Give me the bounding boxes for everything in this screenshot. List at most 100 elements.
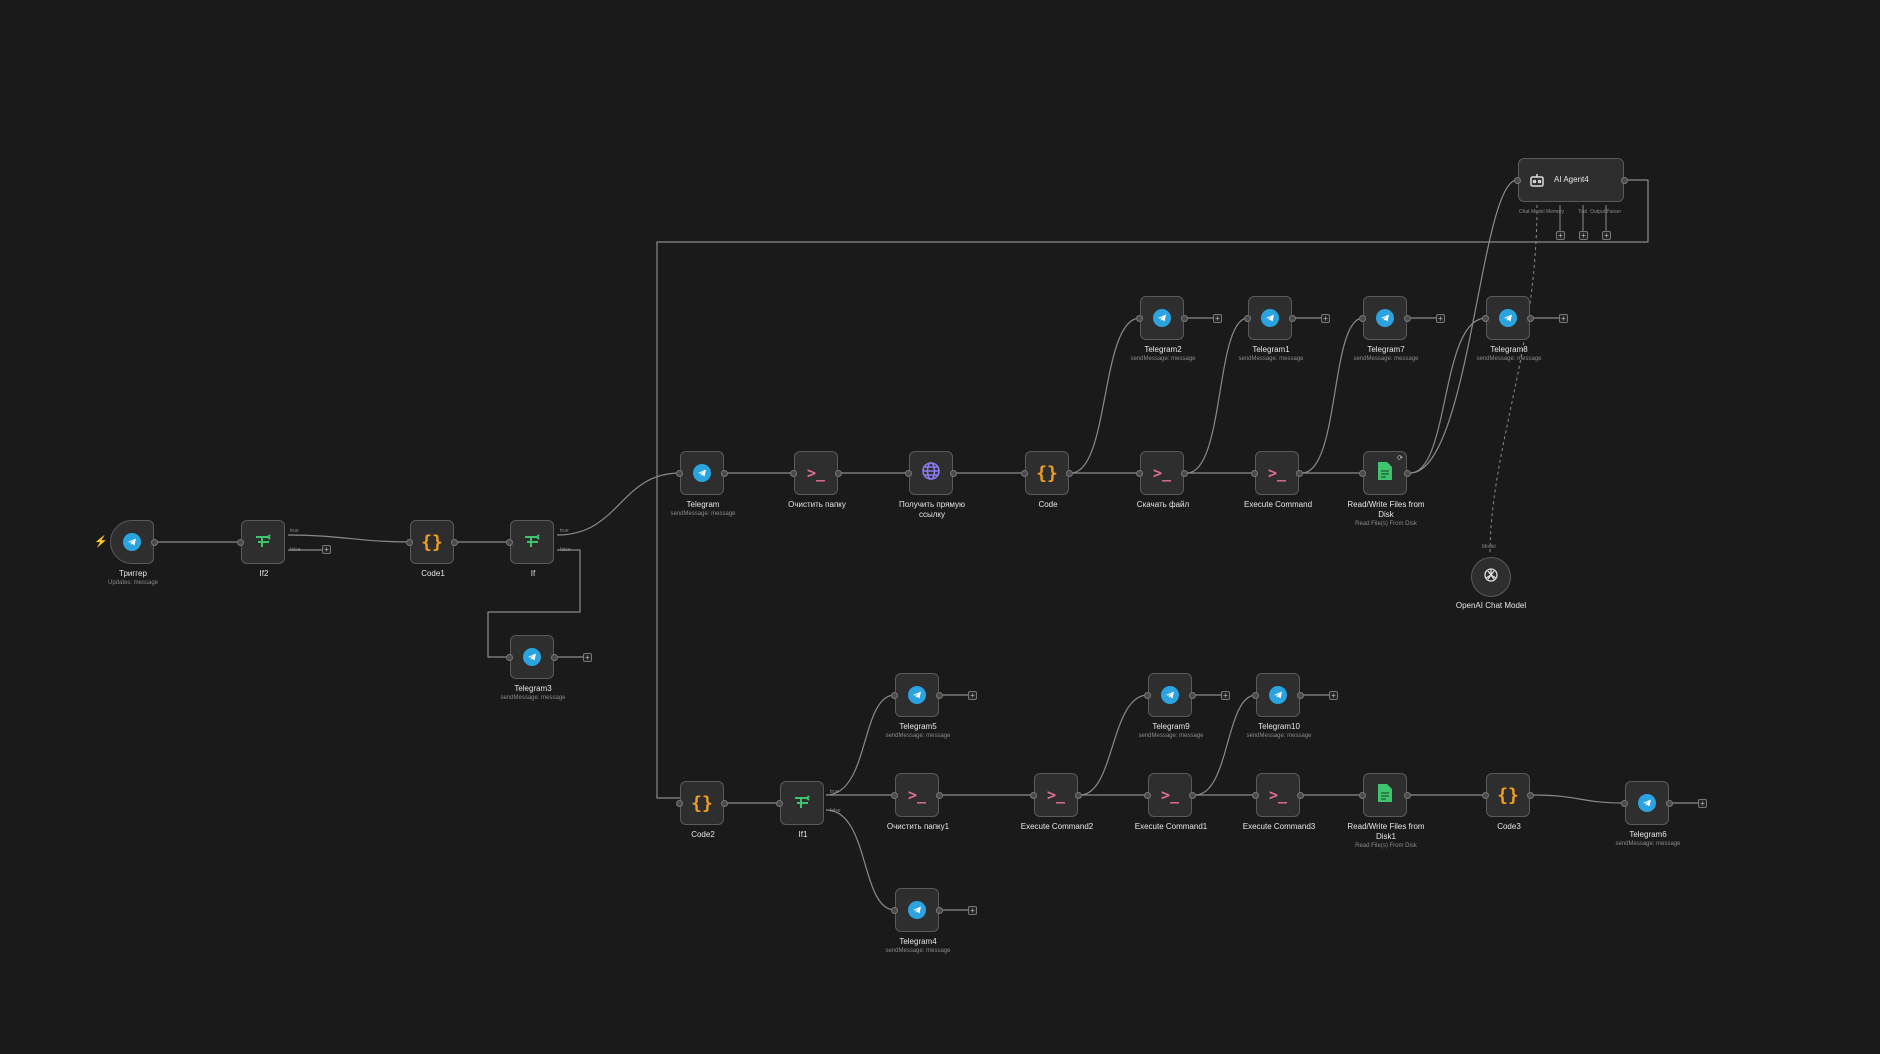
input-port[interactable] [1359,315,1366,322]
node-get-link[interactable] [905,451,957,495]
input-port[interactable] [1359,470,1366,477]
node-execute[interactable]: >_ [1251,451,1303,495]
output-port[interactable] [1297,692,1304,699]
output-port[interactable] [1181,470,1188,477]
add-node-button[interactable]: + [1698,799,1707,808]
add-node-button[interactable]: + [1436,314,1445,323]
add-node-button[interactable]: + [322,545,331,554]
node-if1[interactable] [776,781,824,825]
output-port[interactable] [936,907,943,914]
output-port[interactable] [1404,470,1411,477]
node-code3[interactable]: {} [1482,773,1534,817]
add-node-button[interactable]: + [1559,314,1568,323]
output-port[interactable] [1404,315,1411,322]
output-port[interactable] [451,539,458,546]
input-port[interactable] [1144,792,1151,799]
node-clear-folder1[interactable]: >_ [891,773,943,817]
add-node-button[interactable]: + [583,653,592,662]
input-port[interactable] [237,539,244,546]
node-if[interactable] [506,520,554,564]
node-telegram8[interactable] [1482,296,1534,340]
input-port[interactable] [891,792,898,799]
input-port[interactable] [1252,692,1259,699]
add-node-button[interactable]: + [1321,314,1330,323]
output-port[interactable] [1189,692,1196,699]
node-telegram6[interactable] [1621,781,1673,825]
input-port[interactable] [776,800,783,807]
output-port[interactable] [1296,470,1303,477]
node-telegram5[interactable] [891,673,943,717]
input-port[interactable] [1251,470,1258,477]
output-port[interactable] [1527,792,1534,799]
input-port[interactable] [406,539,413,546]
input-port[interactable] [1030,792,1037,799]
output-port[interactable] [1289,315,1296,322]
add-node-button[interactable]: + [1213,314,1222,323]
input-port[interactable] [790,470,797,477]
node-rw-files1[interactable] [1359,773,1411,817]
output-port[interactable] [835,470,842,477]
input-port[interactable] [1252,792,1259,799]
output-port[interactable] [1075,792,1082,799]
input-port[interactable] [1482,792,1489,799]
output-port[interactable] [1066,470,1073,477]
add-memory-button[interactable]: + [1556,231,1565,240]
input-port[interactable] [1144,692,1151,699]
input-port[interactable] [506,654,513,661]
node-if2[interactable] [237,520,285,564]
node-execute3[interactable]: >_ [1252,773,1304,817]
output-port[interactable] [721,470,728,477]
output-port[interactable] [151,539,158,546]
node-rw-files[interactable]: ⟳ [1359,451,1411,495]
output-port[interactable] [1181,315,1188,322]
output-port[interactable] [1189,792,1196,799]
input-port[interactable] [1021,470,1028,477]
node-telegram[interactable] [676,451,728,495]
node-code1[interactable]: {} [406,520,458,564]
add-parser-button[interactable]: + [1602,231,1611,240]
output-port[interactable] [1297,792,1304,799]
add-node-button[interactable]: + [968,691,977,700]
node-telegram9[interactable] [1144,673,1196,717]
node-trigger[interactable] [110,520,158,564]
input-port[interactable] [905,470,912,477]
input-port[interactable] [1359,792,1366,799]
input-port[interactable] [1136,315,1143,322]
output-port[interactable] [936,792,943,799]
node-telegram1[interactable] [1244,296,1296,340]
output-port[interactable] [950,470,957,477]
input-port[interactable] [891,907,898,914]
node-telegram7[interactable] [1359,296,1411,340]
add-tool-button[interactable]: + [1579,231,1588,240]
output-port[interactable] [1666,800,1673,807]
output-port[interactable] [1621,177,1628,184]
node-ai-agent[interactable]: AI Agent4 [1514,158,1628,202]
add-node-button[interactable]: + [1221,691,1230,700]
input-port[interactable] [1136,470,1143,477]
node-telegram2[interactable] [1136,296,1188,340]
input-port[interactable] [676,800,683,807]
node-execute2[interactable]: >_ [1030,773,1082,817]
input-port[interactable] [1244,315,1251,322]
output-port[interactable] [1527,315,1534,322]
input-port[interactable] [1482,315,1489,322]
node-telegram4[interactable] [891,888,943,932]
input-port[interactable] [891,692,898,699]
output-port[interactable] [721,800,728,807]
output-port[interactable] [936,692,943,699]
node-code[interactable]: {} [1021,451,1073,495]
output-port[interactable] [551,654,558,661]
input-port[interactable] [1514,177,1521,184]
node-download[interactable]: >_ [1136,451,1188,495]
node-clear-folder[interactable]: >_ [790,451,842,495]
input-port[interactable] [1621,800,1628,807]
input-port[interactable] [676,470,683,477]
node-telegram3[interactable] [506,635,558,679]
output-port[interactable] [1404,792,1411,799]
node-code2[interactable]: {} [676,781,728,825]
node-execute1[interactable]: >_ [1144,773,1196,817]
input-port[interactable] [506,539,513,546]
node-openai[interactable] [1471,557,1511,597]
node-telegram10[interactable] [1252,673,1304,717]
